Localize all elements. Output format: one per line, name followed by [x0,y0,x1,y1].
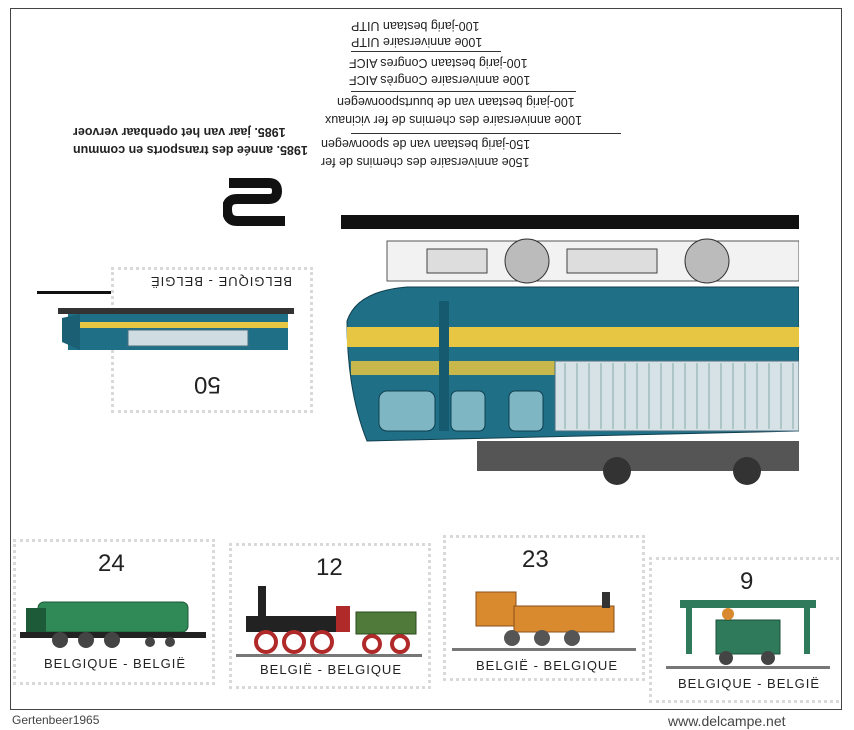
anniversary-line-3: 100e anniversaire des chemins de fer vic… [325,113,583,127]
steam-locomotive-green [20,601,206,648]
transport-logo-icon [223,178,285,226]
footer-author: Gertenbeer1965 [12,713,100,727]
stamp-2-country: BELGIË - BELGIQUE [260,662,402,677]
stamp-2-value: 12 [316,554,343,581]
anniversary-line-7: 100e anniversaire UITP [351,35,483,49]
divider-line [351,133,621,134]
anniversary-line-8: 100-jarig bestaan UITP [351,19,480,33]
steam-locomotive-red-tender [236,586,422,657]
stamp-3: 23 BELGIË - BELGIQUE [443,535,645,681]
anniversary-line-4: 100-jarig bestaan van de buurtspoorwegen [337,95,575,109]
divider-line [351,91,576,92]
stamp-4-value: 9 [740,568,754,595]
sheet-rule [341,215,799,229]
anniversary-texts: 150e anniversaire des chemins de fer 150… [311,19,641,183]
anniversary-line-6: 100-jarig bestaan Congres AICF [349,56,528,70]
anniversary-line-1: 150e anniversaire des chemins de fer [321,155,530,169]
stamp-3-country: BELGIË - BELGIQUE [476,658,618,673]
transport-year-nl: 1985. jaar van het openbaar vervoer [73,125,286,139]
sheet-stamp-country: BELGIQUE - BELGIË [150,274,292,289]
stamp-4-country: BELGIQUE - BELGIË [678,676,820,691]
electric-locomotive-large [346,238,799,485]
divider-line [351,51,501,52]
footer-site[interactable]: www.delcampe.net [668,713,786,729]
stamp-2: 12 BELGIË - BELGIQUE [229,543,431,689]
sheet-stamp: BELGIQUE - BELGIË 50 [58,267,313,413]
transport-year-fr: 1985. année des transports en commun [73,143,308,157]
steam-tram-locomotive [666,600,830,669]
sheet-frame: 150e anniversaire des chemins de fer 150… [10,8,842,710]
stamp-1-value: 24 [98,550,125,577]
anniversary-line-5: 100e anniversaire Congrès AICF [349,73,531,87]
stamp-4: 9 BELGIQUE - BELGIË [649,557,841,703]
anniversary-line-2: 150-jarig bestaan van de spoorwegen [321,137,531,151]
souvenir-sheet: 150e anniversaire des chemins de fer 150… [11,9,799,519]
sheet-stamp-value: 50 [194,371,221,398]
stamp-1: 24 BELGIQUE - BELGIË [13,539,215,685]
electric-locomotive-small [58,308,294,350]
stamp-3-value: 23 [522,546,549,573]
steam-tank-locomotive-orange [452,591,636,651]
stamp-1-country: BELGIQUE - BELGIË [44,656,186,671]
